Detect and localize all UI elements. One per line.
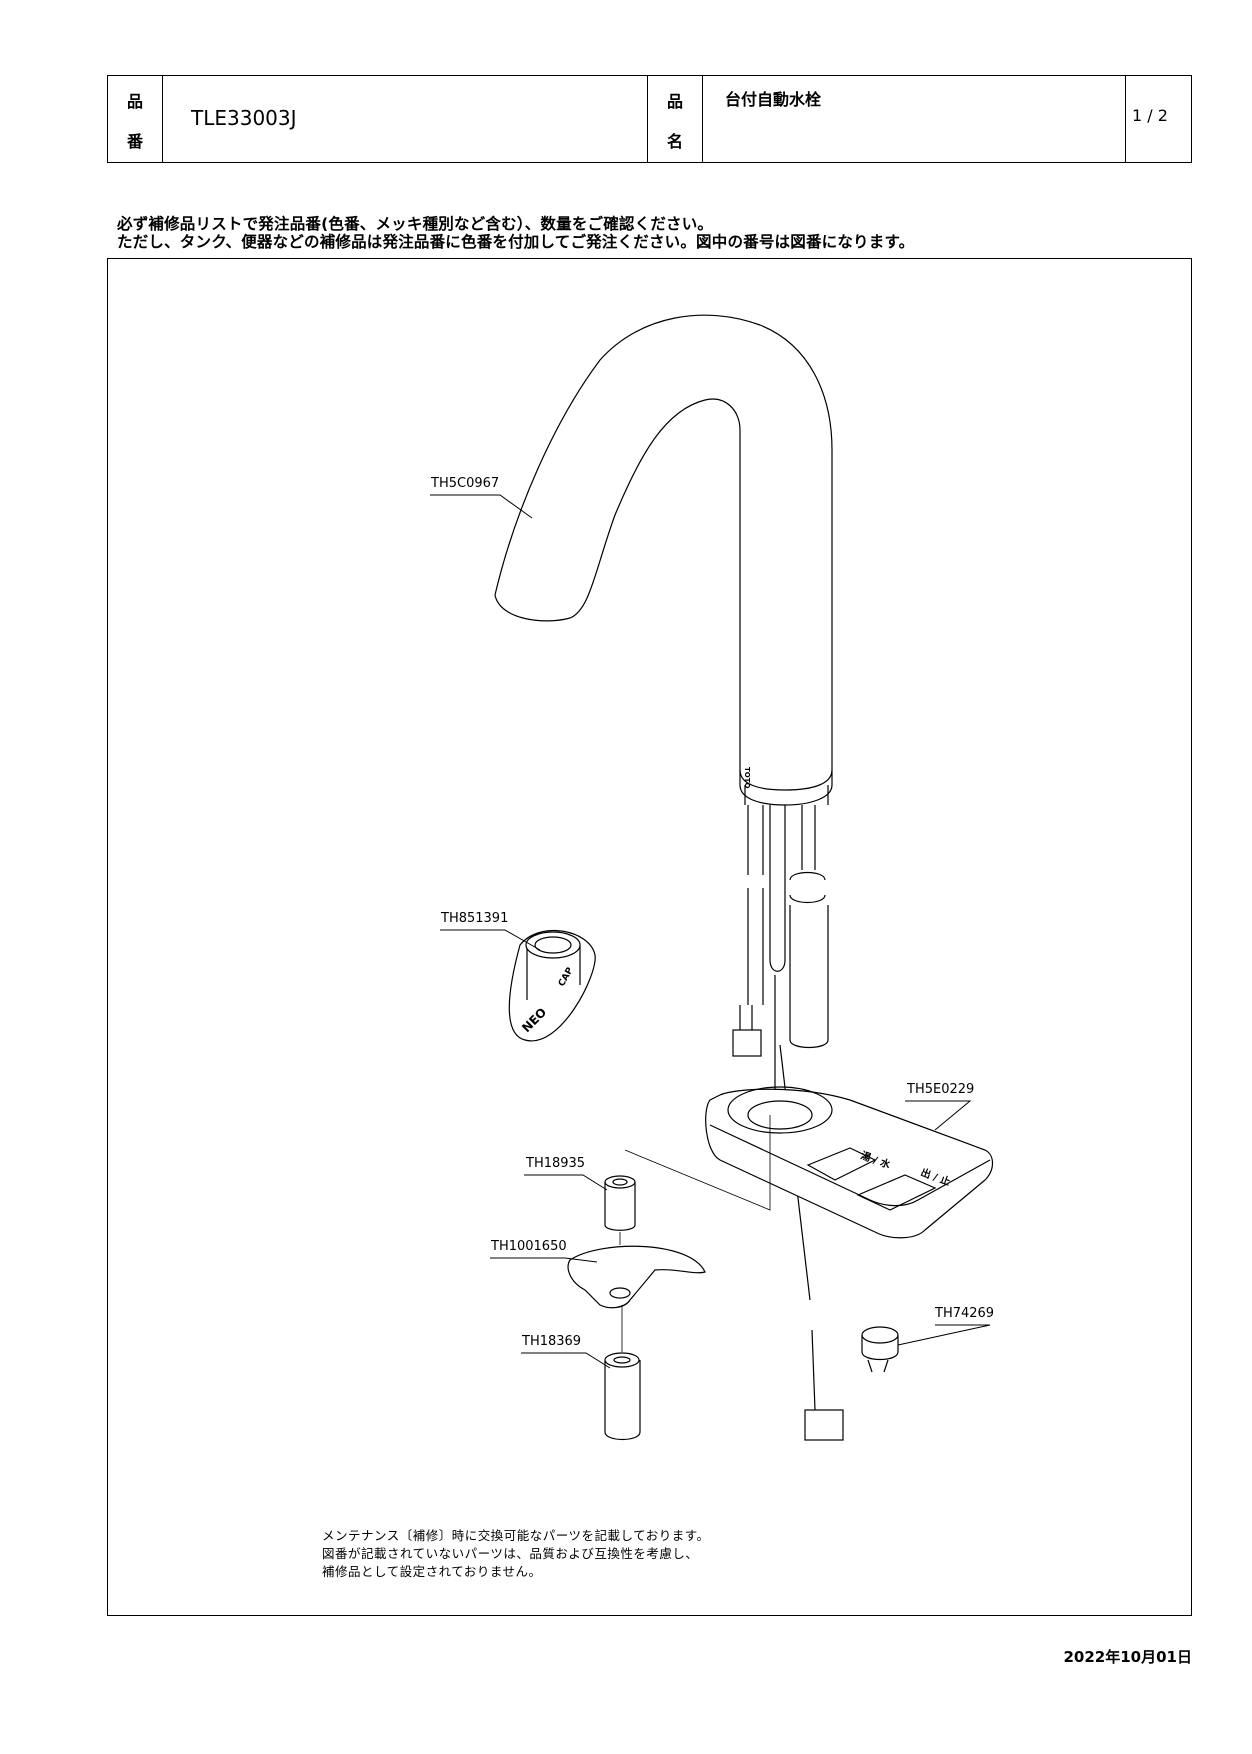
name-label-bottom: 名 [666, 132, 683, 151]
clamp-plate-drawing [567, 1245, 706, 1309]
footnote-line-2: 図番が記載されていないパーツは、品質および互換性を考慮し、 [322, 1546, 699, 1561]
part-number: TLE33003J [191, 106, 297, 130]
issue-date: 2022年10月01日 [1063, 1648, 1193, 1666]
notice-line-1: 必ず補修品リストで発注品番(色番、メッキ種別など含む）、数量をご確認ください。 [117, 215, 714, 233]
footnote-line-3: 補修品として設定されておりません。 [322, 1564, 542, 1579]
page-number: 1 / 2 [1132, 106, 1168, 125]
name-label-top: 品 [666, 92, 683, 111]
product-name-cell: 台付自動水栓 [703, 76, 1126, 162]
notice-line-2: ただし、タンク、便器などの補修品は発注品番に色番を付加してご発注ください。図中の… [117, 233, 915, 251]
leader-lines [430, 494, 991, 1369]
nut-small-drawing [604, 1175, 636, 1231]
label-wrench: TH851391 [441, 911, 509, 926]
footnote-line-1: メンテナンス〔補修〕時に交換可能なパーツを記載しております。 [322, 1528, 710, 1543]
part-no-label-cell: 品 番 [108, 76, 163, 162]
product-name: 台付自動水栓 [725, 90, 822, 109]
label-clamp-plate: TH1001650 [491, 1239, 567, 1254]
clip-drawing [861, 1326, 899, 1373]
label-clip: TH74269 [935, 1306, 995, 1321]
diagram-frame [107, 258, 1192, 1616]
page-cell: 1 / 2 [1126, 76, 1191, 162]
part-no-label-top: 品 [126, 92, 143, 111]
nut-long-drawing [604, 1352, 641, 1441]
hoses [732, 805, 829, 1301]
base-controller-drawing [705, 1086, 994, 1239]
brand-marking: TOTO [743, 767, 751, 789]
name-label-cell: 品 名 [648, 76, 703, 162]
part-no-cell: TLE33003J [163, 76, 648, 162]
wrench-drawing [508, 930, 596, 1042]
label-spout: TH5C0967 [431, 476, 500, 491]
label-nut-long: TH18369 [522, 1334, 582, 1349]
title-block: 品 番 TLE33003J 品 名 台付自動水栓 1 / 2 [107, 75, 1192, 163]
label-base: TH5E0229 [907, 1082, 975, 1097]
part-no-label-bottom: 番 [126, 132, 143, 151]
label-nut-small: TH18935 [526, 1156, 586, 1171]
assembly-lines [619, 1115, 771, 1352]
connector-drawing [804, 1329, 844, 1441]
spout-drawing [494, 314, 833, 806]
